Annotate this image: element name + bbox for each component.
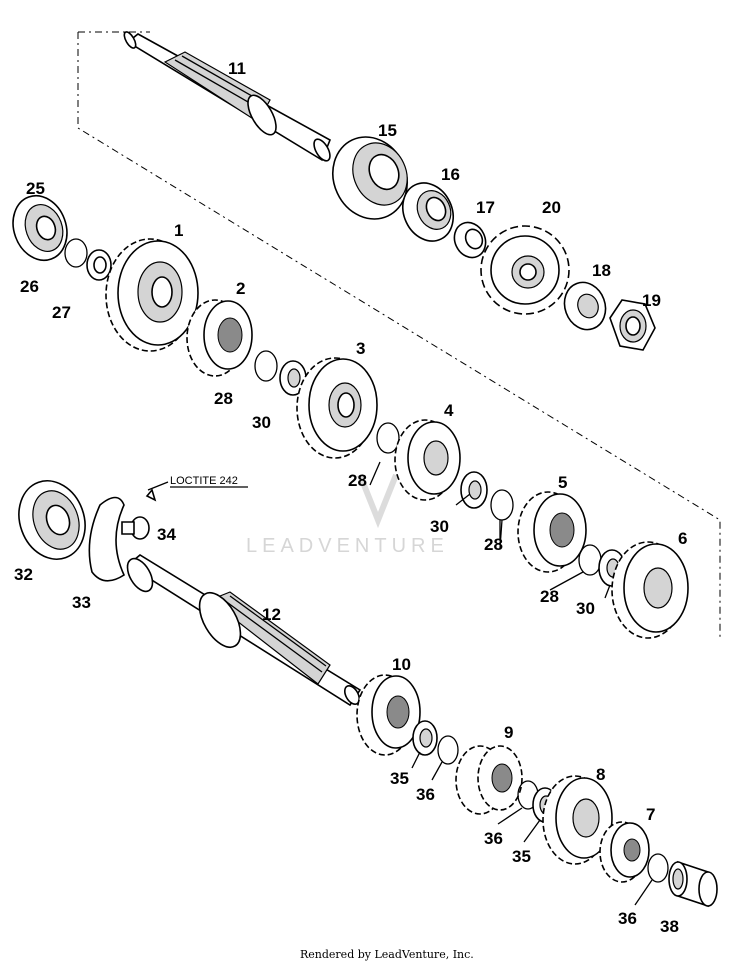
callout-4: 4 — [444, 401, 454, 420]
callout-30-c: 30 — [576, 599, 595, 618]
gear-10 — [356, 674, 421, 756]
callout-26: 26 — [20, 277, 39, 296]
gear-8 — [542, 775, 613, 865]
leader-lines — [147, 461, 653, 906]
bearing-15 — [332, 136, 408, 220]
bearing-25 — [12, 194, 68, 262]
callout-20: 20 — [542, 198, 561, 217]
callout-10: 10 — [392, 655, 411, 674]
callout-36-a: 36 — [416, 785, 435, 804]
gear-1 — [105, 238, 199, 352]
gear-7 — [599, 821, 650, 883]
callout-35-a: 35 — [390, 769, 409, 788]
bushing-38 — [668, 860, 718, 908]
callout-30-a: 30 — [252, 413, 271, 432]
callout-27: 27 — [52, 303, 71, 322]
callout-18: 18 — [592, 261, 611, 280]
loctite-note: LOCTITE 242 — [170, 475, 248, 488]
gear-4 — [394, 419, 461, 501]
loctite-note-text: LOCTITE 242 — [170, 475, 238, 487]
assembly-boundary — [77, 31, 721, 640]
retainer-plate-33 — [88, 496, 126, 582]
callout-38: 38 — [660, 917, 679, 936]
washer-30b — [460, 471, 488, 509]
gear-6 — [611, 541, 689, 639]
callout-28-d: 28 — [540, 587, 559, 606]
callout-30-b: 30 — [430, 517, 449, 536]
input-shaft-12 — [126, 554, 362, 707]
circlip-28c — [490, 489, 514, 521]
callout-17: 17 — [476, 198, 495, 217]
nut-19 — [609, 299, 656, 351]
callout-15: 15 — [378, 121, 397, 140]
callout-7: 7 — [646, 805, 655, 824]
callout-3: 3 — [356, 339, 365, 358]
watermark-text: LEADVENTURE — [246, 535, 449, 557]
gear-5 — [517, 491, 587, 573]
seal-16 — [402, 182, 454, 242]
circlip-26 — [64, 238, 88, 268]
callout-9: 9 — [504, 723, 513, 742]
circlip-28d — [578, 544, 602, 576]
callout-19: 19 — [642, 291, 661, 310]
watermark: LEADVENTURE — [246, 473, 449, 557]
callout-16: 16 — [441, 165, 460, 184]
callout-32: 32 — [14, 565, 33, 584]
collar-17 — [453, 221, 487, 259]
callout-5: 5 — [558, 473, 567, 492]
callout-28-c: 28 — [484, 535, 503, 554]
circlip-28a — [254, 350, 278, 382]
footer-credit: Rendered by LeadVenture, Inc. — [300, 948, 474, 961]
sprocket-20 — [480, 225, 570, 315]
screw-34 — [121, 488, 157, 540]
callout-36-c: 36 — [618, 909, 637, 928]
callout-35-b: 35 — [512, 847, 531, 866]
callout-12: 12 — [262, 605, 281, 624]
callout-1: 1 — [174, 221, 183, 240]
callout-8: 8 — [596, 765, 605, 784]
gear-3 — [296, 357, 378, 459]
callout-11: 11 — [228, 59, 246, 78]
callout-36-b: 36 — [484, 829, 503, 848]
washer-27 — [86, 249, 112, 281]
washer-35a — [412, 720, 438, 756]
bearing-32 — [18, 480, 86, 560]
callout-34: 34 — [157, 525, 176, 544]
lock-washer-18 — [563, 281, 607, 331]
gear-2 — [186, 299, 253, 377]
callouts: 11 15 16 17 20 18 19 25 26 27 1 2 28 30 … — [14, 59, 687, 936]
callout-33: 33 — [72, 593, 91, 612]
output-shaft-11 — [123, 31, 332, 162]
callout-2: 2 — [236, 279, 245, 298]
callout-28-b: 28 — [348, 471, 367, 490]
callout-25: 25 — [26, 179, 45, 198]
circlip-28b — [376, 422, 400, 454]
callout-6: 6 — [678, 529, 687, 548]
circlip-36c — [647, 853, 669, 883]
gear-9 — [455, 745, 523, 815]
callout-28-a: 28 — [214, 389, 233, 408]
circlip-36a — [437, 735, 459, 765]
